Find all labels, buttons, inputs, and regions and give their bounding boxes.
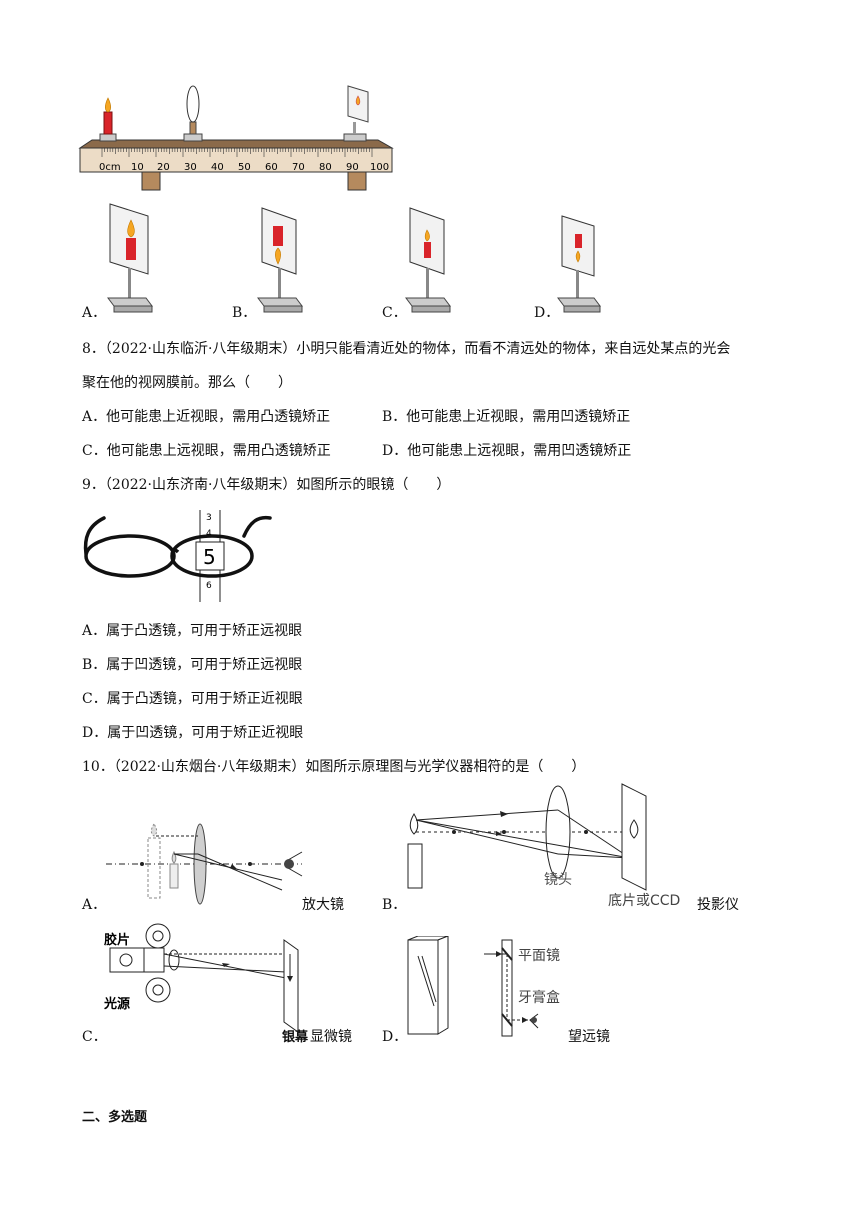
projector-name: 投影仪 (697, 897, 739, 913)
ruler-number: 6 (206, 581, 212, 591)
q8-option-b[interactable]: B．他可能患上近视眼，需用凹透镜矫正 (382, 409, 631, 425)
light-screen (343, 85, 369, 142)
candle (99, 97, 117, 142)
q9-option-b[interactable]: B．属于凹透镜，可用于矫正远视眼 (82, 657, 303, 673)
q8-option-a[interactable]: A．他可能患上近视眼，需用凸透镜矫正 (82, 409, 331, 425)
glasses-figure: 3 4 6 5 (83, 510, 272, 602)
tick-label: 100 (370, 162, 389, 173)
q7-screen-c (405, 207, 451, 313)
light-source-label: 光源 (103, 996, 130, 1012)
q9-option-c[interactable]: C．属于凸透镜，可用于矫正近视眼 (82, 691, 303, 707)
q10-option-d-label[interactable]: D． (382, 1029, 408, 1045)
q7-screen-d (557, 215, 601, 313)
convex-lens (183, 85, 203, 142)
q7-option-c-label[interactable]: C． (382, 305, 407, 321)
tick-label: 10 (131, 162, 144, 173)
tick-label: 0cm (99, 162, 121, 173)
ruler-ticks (101, 148, 373, 157)
q7-option-d-label[interactable]: D． (534, 305, 560, 321)
q9-option-d[interactable]: D．属于凹透镜，可用于矫正近视眼 (82, 725, 304, 741)
q8-stem-line1: 8．（2022·山东临沂·八年级期末）小明只能看清近处的物体，而看不清远处的物体… (82, 341, 731, 357)
magnifier-diagram (106, 823, 303, 905)
tick-label: 50 (238, 162, 251, 173)
film-label: 胶片 (104, 932, 130, 948)
q10-option-a-label[interactable]: A． (82, 897, 107, 913)
magnifier-name: 放大镜 (302, 897, 344, 913)
q7-option-a-label[interactable]: A． (82, 305, 107, 321)
q10-option-b-label[interactable]: B． (382, 897, 407, 913)
tick-label: 60 (265, 162, 278, 173)
tick-label: 20 (157, 162, 170, 173)
q9-option-a[interactable]: A．属于凸透镜，可用于矫正远视眼 (82, 623, 303, 639)
projector-diagram: 镜头 (407, 783, 647, 891)
q7-screen-b (257, 207, 303, 313)
telescope-name: 望远镜 (568, 1029, 610, 1045)
q10-stem: 10．（2022·山东烟台·八年级期末）如图所示原理图与光学仪器相符的是（ ） (82, 759, 586, 775)
ruler-number: 3 (206, 513, 212, 523)
silver-screen-label: 银幕 (282, 1030, 309, 1045)
microscope-name: 显微镜 (310, 1029, 352, 1045)
plane-mirror-label: 平面镜 (518, 948, 560, 964)
q7-screen-a (107, 203, 153, 313)
lens-label: 镜头 (544, 872, 572, 888)
q7-option-b-label[interactable]: B． (232, 305, 257, 321)
optical-bench-figure: 0cm 10 20 30 40 50 60 70 80 90 100 (78, 85, 394, 191)
ruler-number: 4 (206, 529, 212, 539)
q8-stem-line2: 聚在他的视网膜前。那么（ ） (82, 375, 292, 391)
periscope-diagram: 平面镜 牙膏盒 (407, 936, 560, 1037)
tick-label: 80 (319, 162, 332, 173)
section-heading: 二、多选题 (82, 1110, 148, 1125)
tick-label: 30 (184, 162, 197, 173)
magnified-number: 5 (203, 545, 216, 569)
q9-stem: 9．（2022·山东济南·八年级期末）如图所示的眼镜（ ） (82, 477, 451, 493)
toothpaste-box-label: 牙膏盒 (518, 989, 560, 1006)
slide-projector-diagram: 胶片 光源 (103, 923, 299, 1033)
q8-option-d[interactable]: D．他可能患上远视眼，需用凹透镜矫正 (382, 443, 632, 459)
film-ccd-label: 底片或CCD (608, 893, 681, 909)
q10-option-c-label[interactable]: C． (82, 1029, 107, 1045)
ruler-tick-labels: 0cm 10 20 30 40 50 60 70 80 90 100 (99, 162, 389, 173)
q8-option-c[interactable]: C．他可能患上远视眼，需用凸透镜矫正 (82, 443, 331, 459)
tick-label: 90 (346, 162, 359, 173)
tick-label: 40 (211, 162, 224, 173)
tick-label: 70 (292, 162, 305, 173)
